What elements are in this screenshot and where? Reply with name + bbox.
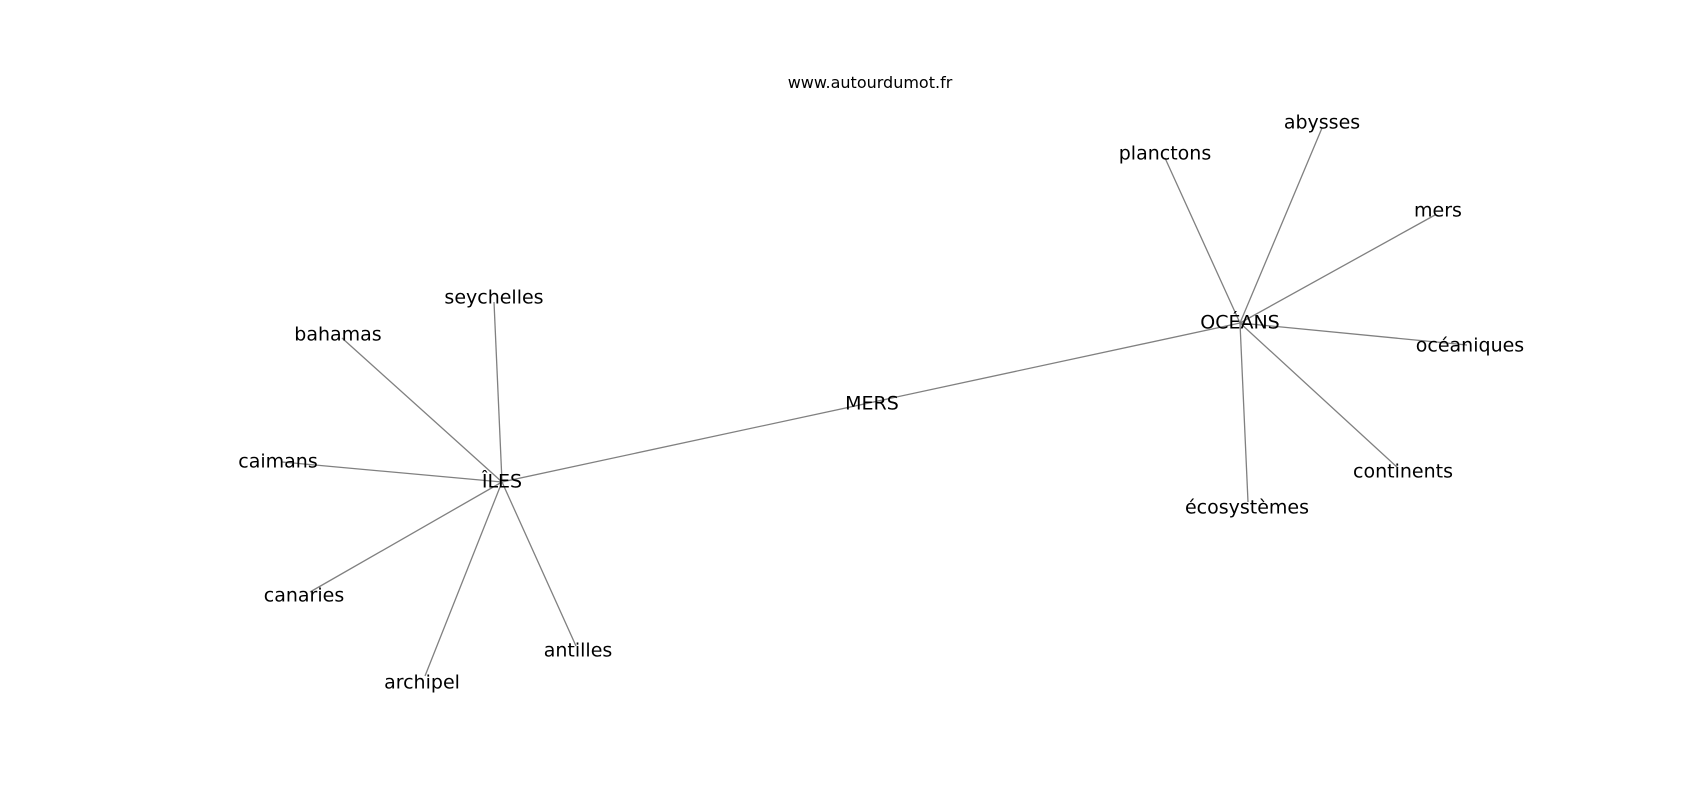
edge-iles-canaries [309,481,503,593]
edge-iles-caimans [281,461,503,483]
node-label-archipel: archipel [384,672,460,694]
labels-layer: MERS ÎLES OCÉANS seychelles bahamas caimans ca… [238,112,1524,694]
node-label-mers_center: MERS [845,393,899,415]
node-label-oceaniques: océaniques [1416,335,1524,357]
node-label-caimans: caimans [238,451,317,473]
node-label-seychelles: seychelles [444,287,543,309]
edge-iles-bahamas [341,337,503,483]
edge-iles-seychelles [493,301,503,483]
node-label-mers: mers [1414,200,1462,222]
node-label-canaries: canaries [264,585,344,607]
node-label-ecosystemes: écosystèmes [1185,497,1309,519]
node-label-abysses: abysses [1284,112,1360,134]
edge-oceans-planctons [1164,157,1241,324]
node-label-continents: continents [1353,461,1453,483]
edge-iles-antilles [501,481,577,647]
edge-iles-archipel [424,481,503,677]
edge-oceans-continents [1239,322,1399,469]
node-label-oceans: OCÉANS [1200,311,1280,334]
edge-iles-oceans [501,322,1241,483]
node-label-antilles: antilles [544,640,613,662]
edge-oceans-oceaniques [1239,322,1468,346]
edge-oceans-ecosystemes [1239,322,1249,503]
watermark-text: www.autourdumot.fr [788,73,953,92]
edge-oceans-abysses [1239,127,1323,324]
edge-oceans-mers [1239,214,1436,324]
node-label-planctons: planctons [1119,143,1212,165]
node-label-iles: ÎLES [481,470,522,493]
edges-layer [281,127,1468,677]
node-label-bahamas: bahamas [294,324,381,346]
